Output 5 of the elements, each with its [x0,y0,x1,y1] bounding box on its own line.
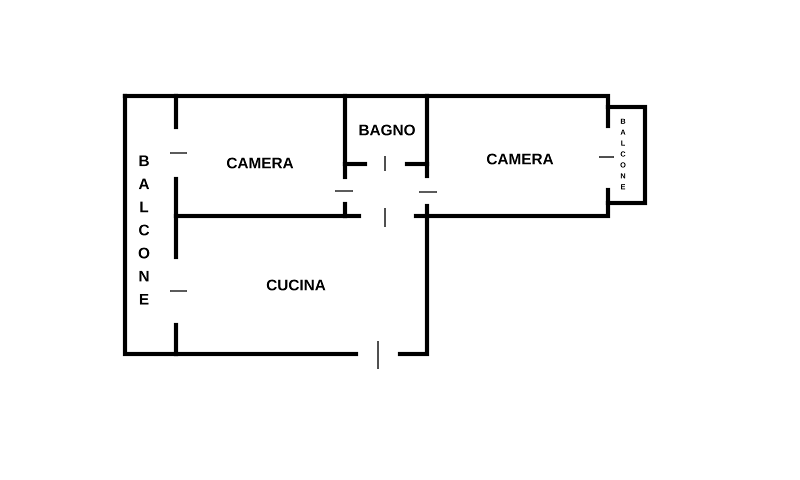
room-label: CAMERA [486,154,554,164]
room-label: CUCINA [266,280,326,290]
room-label: BAGNO [360,124,415,136]
vertical-room-label: BALCONE [138,156,150,304]
room-label: CAMERA [226,158,294,168]
